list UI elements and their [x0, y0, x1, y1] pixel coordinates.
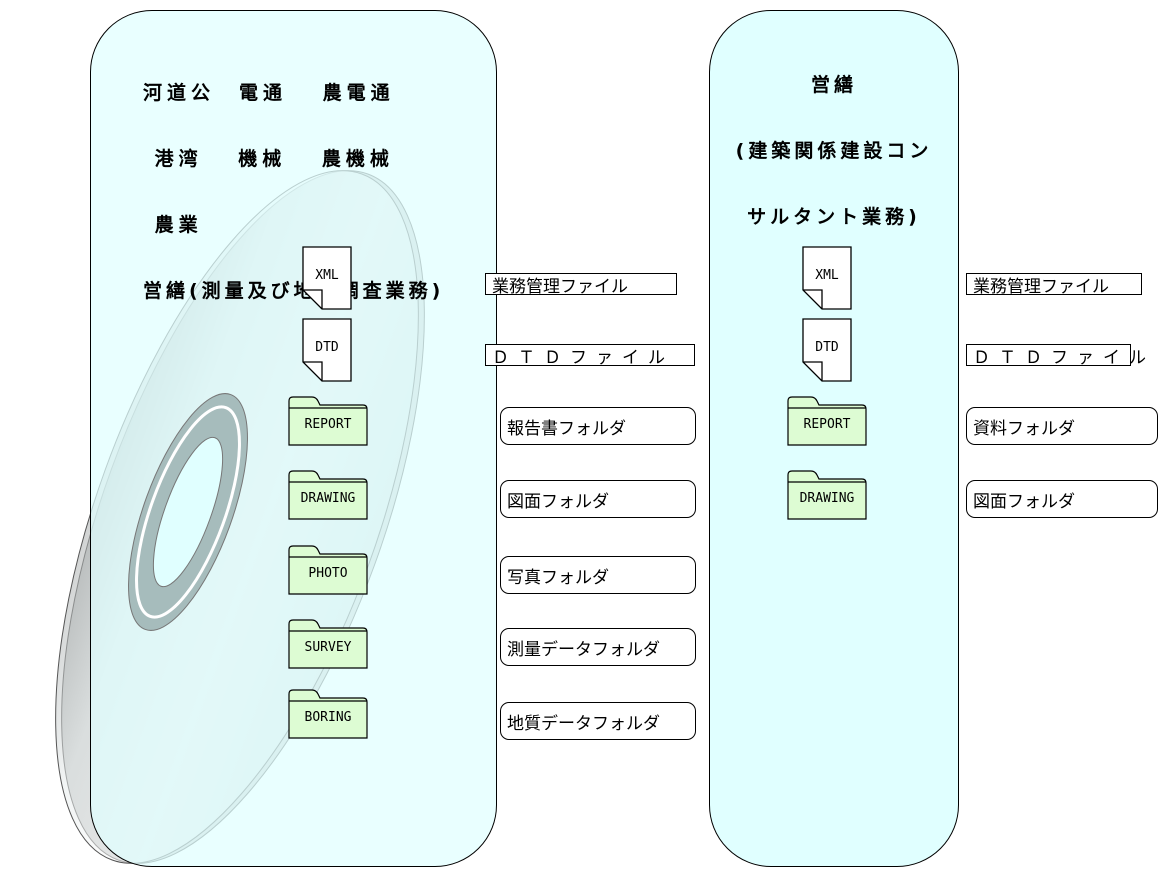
right-panel-title: 営繕 (建築関係建設コン サルタント業務): [723, 30, 945, 250]
description-box: 写真フォルダ: [500, 556, 696, 594]
folder-label: DRAWING: [300, 491, 356, 506]
file-label: DTD: [815, 340, 839, 355]
description-box: ＤＴＤファイル: [485, 344, 695, 368]
folder-icon: BORING: [288, 689, 368, 739]
description-box: ＤＴＤファイル: [966, 344, 1146, 368]
folder-icon: DRAWING: [288, 470, 368, 520]
right-panel: [709, 10, 959, 867]
dtd-file-icon: DTD: [802, 318, 852, 382]
file-label: XML: [815, 268, 839, 283]
xml-file-icon: XML: [302, 246, 352, 310]
folder-label: REPORT: [304, 417, 352, 432]
folder-icon: REPORT: [787, 396, 867, 446]
file-label: XML: [315, 268, 339, 283]
folder-label: PHOTO: [308, 566, 348, 581]
right-title-line-1: 営繕: [810, 74, 857, 96]
left-title-line-3: 農業: [143, 214, 203, 236]
left-title-line-4: 営繕(測量及び地質調査業務): [143, 280, 445, 302]
file-label: DTD: [315, 340, 339, 355]
description-box: 業務管理ファイル: [485, 273, 677, 297]
description-box: 図面フォルダ: [500, 480, 696, 518]
folder-label: BORING: [304, 710, 352, 725]
left-title-line-1: 河道公 電通 農電通: [143, 82, 395, 104]
description-box: 図面フォルダ: [966, 480, 1158, 518]
folder-label: SURVEY: [304, 640, 352, 655]
description-box: 業務管理ファイル: [966, 273, 1142, 297]
dtd-file-icon: DTD: [302, 318, 352, 382]
folder-icon: SURVEY: [288, 619, 368, 669]
folder-icon: PHOTO: [288, 545, 368, 595]
description-box: 測量データフォルダ: [500, 628, 696, 666]
description-box: 報告書フォルダ: [500, 407, 696, 445]
folder-icon: DRAWING: [787, 470, 867, 520]
left-panel-title: 河道公 電通 農電通 港湾 機械 農機械 農業 営繕(測量及び地質調査業務): [143, 38, 444, 324]
description-box: 資料フォルダ: [966, 407, 1158, 445]
description-box: 地質データフォルダ: [500, 702, 696, 740]
xml-file-icon: XML: [802, 246, 852, 310]
folder-icon: REPORT: [288, 396, 368, 446]
folder-label: REPORT: [803, 417, 851, 432]
right-title-line-2: (建築関係建設コン: [735, 140, 933, 162]
left-title-line-2: 港湾 機械 農機械: [143, 148, 394, 170]
right-title-line-3: サルタント業務): [747, 206, 921, 228]
folder-label: DRAWING: [799, 491, 855, 506]
